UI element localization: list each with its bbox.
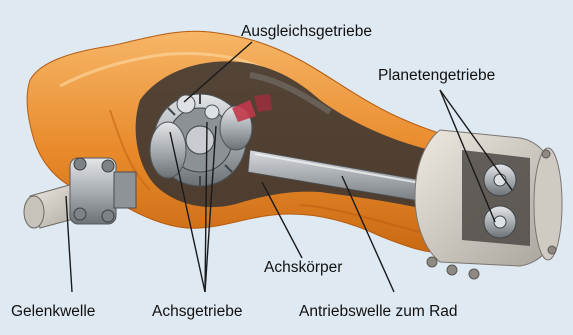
label-gelenkwelle: Gelenkwelle [11, 304, 95, 320]
label-planetengetriebe: Planetengetriebe [378, 68, 495, 84]
planetary-hub [415, 130, 562, 279]
label-antriebswelle: Antriebswelle zum Rad [299, 304, 458, 320]
label-achskoerper: Achskörper [264, 260, 342, 276]
label-ausgleichsgetriebe: Ausgleichsgetriebe [241, 24, 372, 40]
label-achsgetriebe: Achsgetriebe [152, 304, 242, 320]
